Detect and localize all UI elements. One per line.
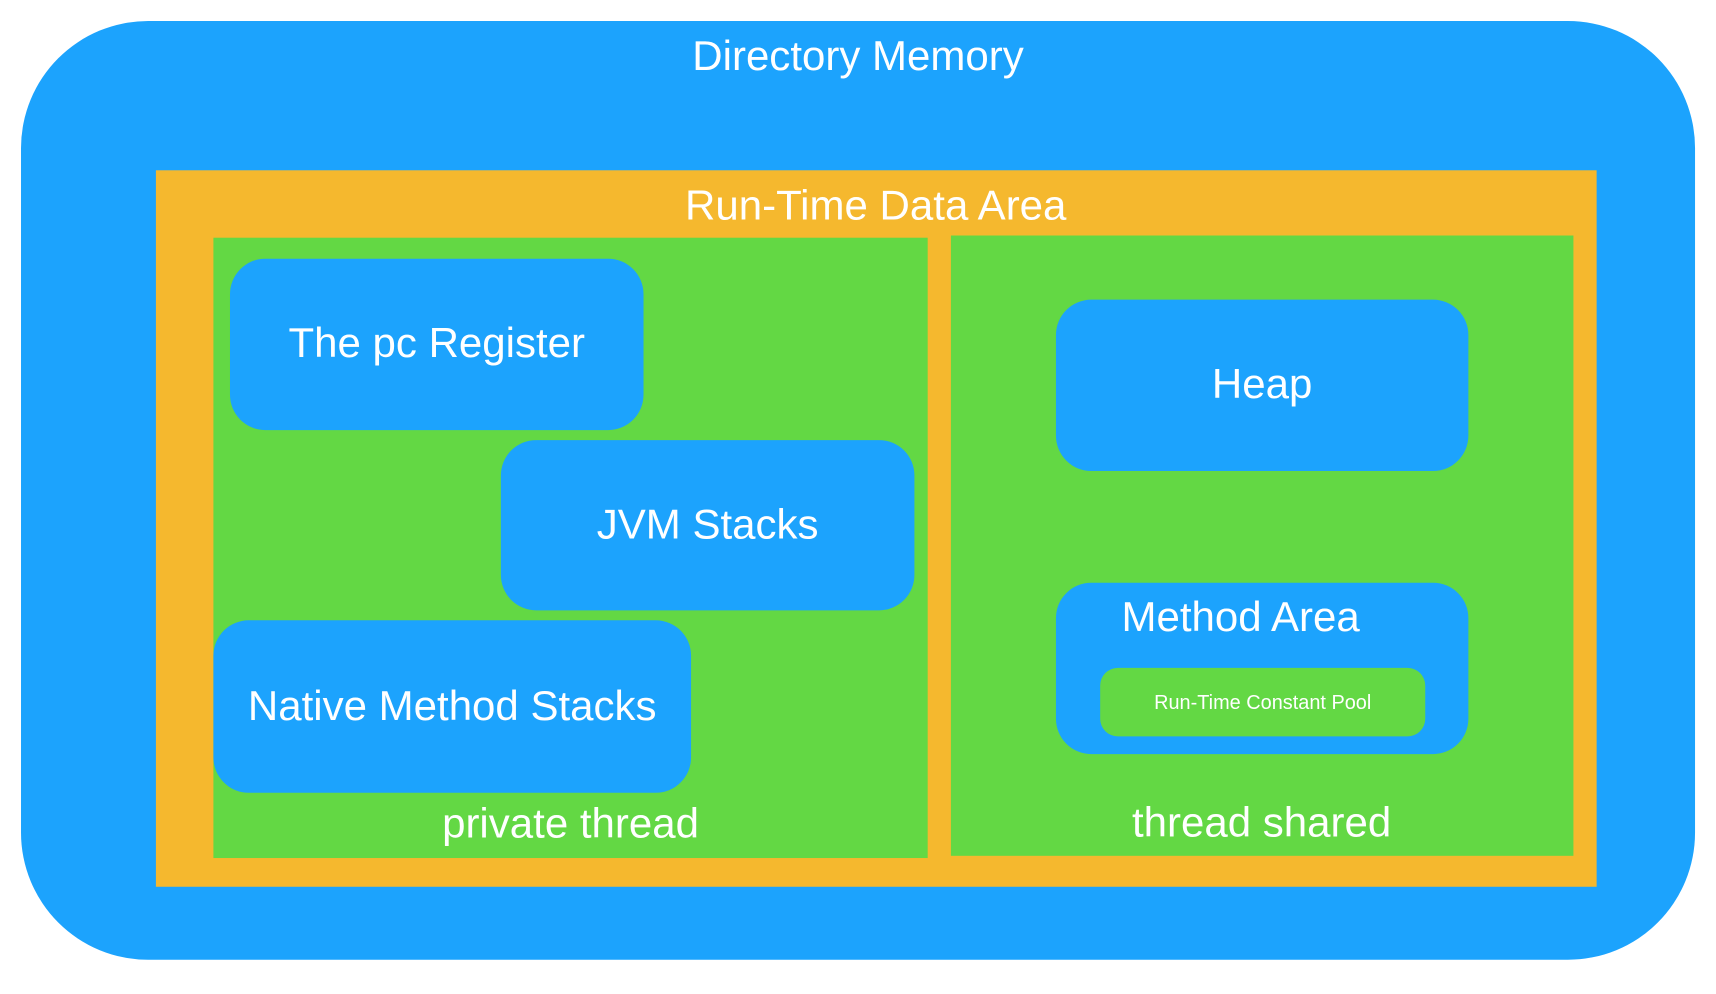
jvm-stacks-box: JVM Stacks — [500, 440, 915, 611]
private-thread-label: private thread — [442, 801, 700, 848]
method-area-title: Method Area — [1121, 594, 1360, 641]
thread-shared-label: thread shared — [1131, 799, 1392, 847]
runtime-data-area-title: Run-Time Data Area — [685, 182, 1067, 230]
pc-register-box: The pc Register — [229, 258, 644, 431]
directory-memory-title: Directory Memory — [692, 33, 1024, 81]
runtime-constant-pool-box: Run-Time Constant Pool — [1100, 667, 1426, 737]
native-method-stacks-box: Native Method Stacks — [213, 620, 692, 793]
heap-box: Heap — [1055, 299, 1469, 472]
